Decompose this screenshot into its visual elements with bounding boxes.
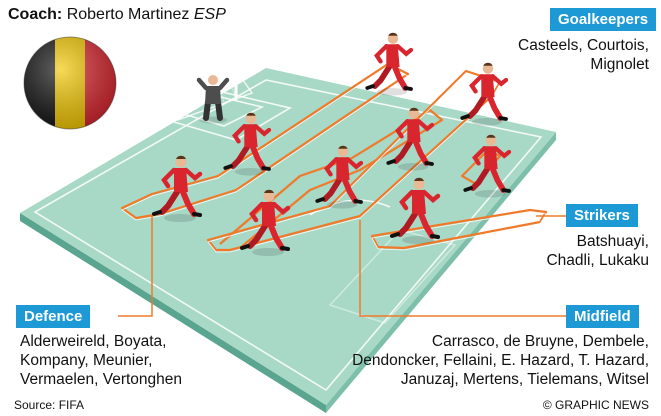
defence-line: Vermaelen, Vertonghen (20, 371, 183, 388)
pitch-side-right (326, 132, 556, 413)
goalkeepers-line: Casteels, Courtois, (518, 37, 649, 54)
goalkeeper-figure (196, 75, 230, 124)
midfield-names: Carrasco, de Bruyne, Dembele, Dendoncker… (352, 332, 649, 389)
defence-line: Kompany, Meunier, (20, 352, 153, 369)
pitch-side-front (20, 213, 326, 413)
coach-country: ESP (193, 6, 226, 23)
credit-note: © GRAPHIC NEWS (542, 398, 649, 412)
midfield-line: Januzaj, Mertens, Tielemans, Witsel (400, 371, 649, 388)
coach-label: Coach: (8, 6, 63, 23)
coach-name: Roberto Martinez (66, 6, 190, 23)
defence-tag: Defence (16, 305, 91, 328)
defence-names: Alderweireld, Boyata, Kompany, Meunier, … (20, 332, 182, 389)
goalkeepers-line: Mignolet (590, 56, 649, 73)
defence-line: Alderweireld, Boyata, (20, 333, 167, 350)
goalkeepers-names: Casteels, Courtois, Mignolet (518, 36, 649, 74)
strikers-names: Batshuayi, Chadli, Lukaku (546, 232, 649, 270)
belgium-flag-ball (24, 37, 116, 129)
leader-lines (118, 215, 568, 317)
midfield-line: Dendoncker, Fellaini, E. Hazard, T. Haza… (352, 352, 649, 369)
strikers-tag: Strikers (566, 204, 638, 227)
coach-line: Coach: Roberto Martinez ESP (8, 6, 226, 24)
strikers-line: Chadli, Lukaku (546, 252, 649, 269)
midfield-tag: Midfield (566, 305, 639, 328)
source-note: Source: FIFA (14, 398, 85, 412)
goalkeepers-tag: Goalkeepers (550, 8, 657, 31)
midfield-line: Carrasco, de Bruyne, Dembele, (431, 333, 649, 350)
strikers-line: Batshuayi, (576, 233, 649, 250)
